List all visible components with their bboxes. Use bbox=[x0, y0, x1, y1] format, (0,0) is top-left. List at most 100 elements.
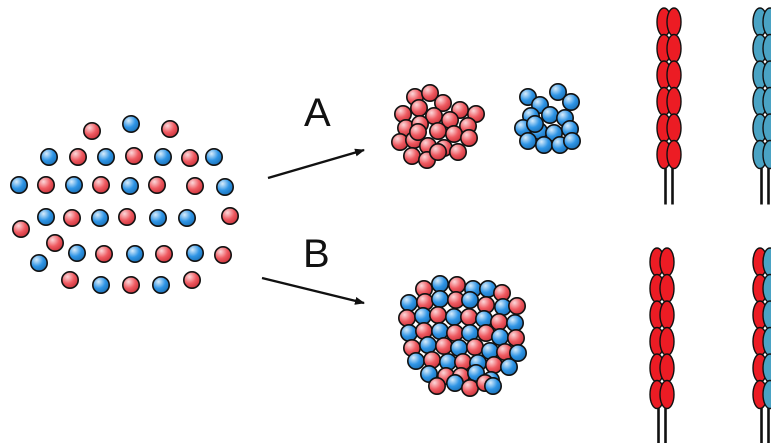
blue-sphere-icon bbox=[126, 245, 145, 264]
red-sphere-cluster bbox=[390, 84, 485, 170]
receptor-bottom-mixed-icon bbox=[752, 247, 771, 443]
receptor-domain-icon bbox=[659, 326, 675, 357]
red-sphere-icon bbox=[148, 176, 167, 195]
receptor-domain-icon bbox=[666, 7, 682, 37]
red-sphere-icon bbox=[434, 336, 453, 355]
blue-sphere-icon bbox=[548, 83, 567, 102]
receptor-domain-icon bbox=[762, 139, 771, 170]
red-sphere-icon bbox=[69, 148, 88, 167]
red-sphere-icon bbox=[447, 275, 466, 294]
blue-sphere-icon bbox=[534, 136, 553, 155]
red-sphere-icon bbox=[12, 220, 30, 239]
red-sphere-icon bbox=[402, 147, 421, 166]
blue-sphere-icon bbox=[445, 373, 464, 392]
red-sphere-icon bbox=[427, 376, 446, 395]
receptor-stalk-icon bbox=[657, 404, 660, 443]
red-sphere-icon bbox=[155, 245, 174, 264]
red-sphere-icon bbox=[444, 125, 463, 144]
receptor-domain-icon bbox=[666, 139, 682, 170]
receptor-domain-icon bbox=[666, 113, 682, 143]
red-sphere-icon bbox=[408, 123, 427, 142]
red-sphere-icon bbox=[420, 84, 439, 103]
red-sphere-icon bbox=[409, 99, 428, 118]
path-b-label: B bbox=[303, 232, 330, 276]
red-sphere-icon bbox=[460, 378, 479, 397]
red-sphere-icon bbox=[459, 129, 478, 148]
red-sphere-icon bbox=[221, 207, 240, 226]
red-sphere-icon bbox=[83, 122, 102, 141]
blue-sphere-icon bbox=[540, 106, 559, 125]
blue-sphere-icon bbox=[149, 209, 168, 228]
red-sphere-icon bbox=[214, 246, 233, 265]
red-sphere-icon bbox=[36, 176, 55, 195]
red-sphere-icon bbox=[45, 234, 64, 253]
receptor-domain-icon bbox=[659, 353, 675, 383]
receptor-top-teal-icon bbox=[752, 7, 771, 205]
red-sphere-icon bbox=[161, 120, 180, 139]
receptor-bottom-red-icon bbox=[649, 247, 675, 443]
red-sphere-icon bbox=[433, 94, 452, 113]
receptor-domain-icon bbox=[659, 300, 675, 330]
blue-sphere-icon bbox=[499, 357, 518, 376]
blue-sphere-icon bbox=[508, 343, 527, 362]
receptor-stalk-icon bbox=[760, 404, 763, 443]
blue-sphere-icon bbox=[121, 177, 140, 196]
path-a-label: A bbox=[304, 91, 331, 135]
red-sphere-icon bbox=[186, 177, 205, 196]
receptor-domain-icon bbox=[666, 33, 682, 64]
blue-sphere-icon bbox=[122, 115, 141, 134]
red-sphere-icon bbox=[428, 143, 447, 162]
receptor-stalk-icon bbox=[760, 164, 763, 205]
blue-sphere-icon bbox=[154, 148, 173, 167]
receptor-domain-icon bbox=[666, 86, 682, 117]
red-sphere-icon bbox=[122, 275, 141, 294]
blue-sphere-icon bbox=[39, 148, 58, 167]
blue-sphere-icon bbox=[178, 209, 197, 228]
red-sphere-icon bbox=[428, 305, 447, 324]
receptor-domain-icon bbox=[659, 379, 675, 410]
red-sphere-icon bbox=[95, 245, 114, 264]
receptor-domain-icon bbox=[666, 60, 682, 90]
blue-sphere-icon bbox=[68, 244, 87, 263]
mixed-sphere-cloud bbox=[10, 115, 240, 294]
receptor-top-red-icon bbox=[656, 7, 682, 205]
blue-sphere-icon bbox=[65, 176, 84, 195]
blue-sphere-icon bbox=[413, 306, 432, 325]
blue-sphere-icon bbox=[490, 327, 509, 346]
receptor-stalk-icon bbox=[664, 164, 667, 205]
arrow-a-icon bbox=[267, 148, 365, 180]
blue-sphere-icon bbox=[483, 376, 502, 395]
blue-sphere-icon bbox=[10, 176, 28, 195]
blue-sphere-icon bbox=[430, 274, 449, 293]
blue-sphere-icon bbox=[444, 307, 463, 326]
red-sphere-icon bbox=[507, 296, 526, 315]
blue-sphere-icon bbox=[205, 148, 224, 167]
red-sphere-icon bbox=[448, 143, 467, 162]
arrow-b-icon bbox=[261, 276, 365, 305]
red-sphere-icon bbox=[484, 355, 503, 374]
receptor-domain-icon bbox=[762, 379, 771, 410]
red-sphere-icon bbox=[118, 208, 137, 227]
blue-sphere-icon bbox=[92, 275, 111, 294]
receptor-stalk-icon bbox=[671, 164, 674, 205]
blue-sphere-icon bbox=[418, 335, 437, 354]
receptor-domain-icon bbox=[659, 273, 675, 304]
blue-sphere-icon bbox=[505, 313, 524, 332]
blue-sphere-icon bbox=[399, 323, 418, 342]
blue-sphere-cluster bbox=[513, 83, 581, 155]
red-sphere-icon bbox=[181, 149, 200, 168]
blue-sphere-icon bbox=[561, 93, 580, 112]
receptor-domain-icon bbox=[659, 247, 675, 277]
red-sphere-icon bbox=[183, 270, 202, 289]
red-sphere-icon bbox=[92, 176, 111, 195]
blue-sphere-icon bbox=[406, 351, 425, 370]
blue-sphere-icon bbox=[152, 275, 171, 294]
blue-sphere-icon bbox=[525, 115, 544, 134]
blue-sphere-icon bbox=[399, 293, 418, 312]
blue-sphere-icon bbox=[91, 209, 110, 228]
blue-sphere-icon bbox=[36, 208, 55, 227]
blue-sphere-icon bbox=[430, 321, 449, 340]
red-sphere-icon bbox=[506, 328, 525, 347]
red-sphere-icon bbox=[459, 307, 478, 326]
